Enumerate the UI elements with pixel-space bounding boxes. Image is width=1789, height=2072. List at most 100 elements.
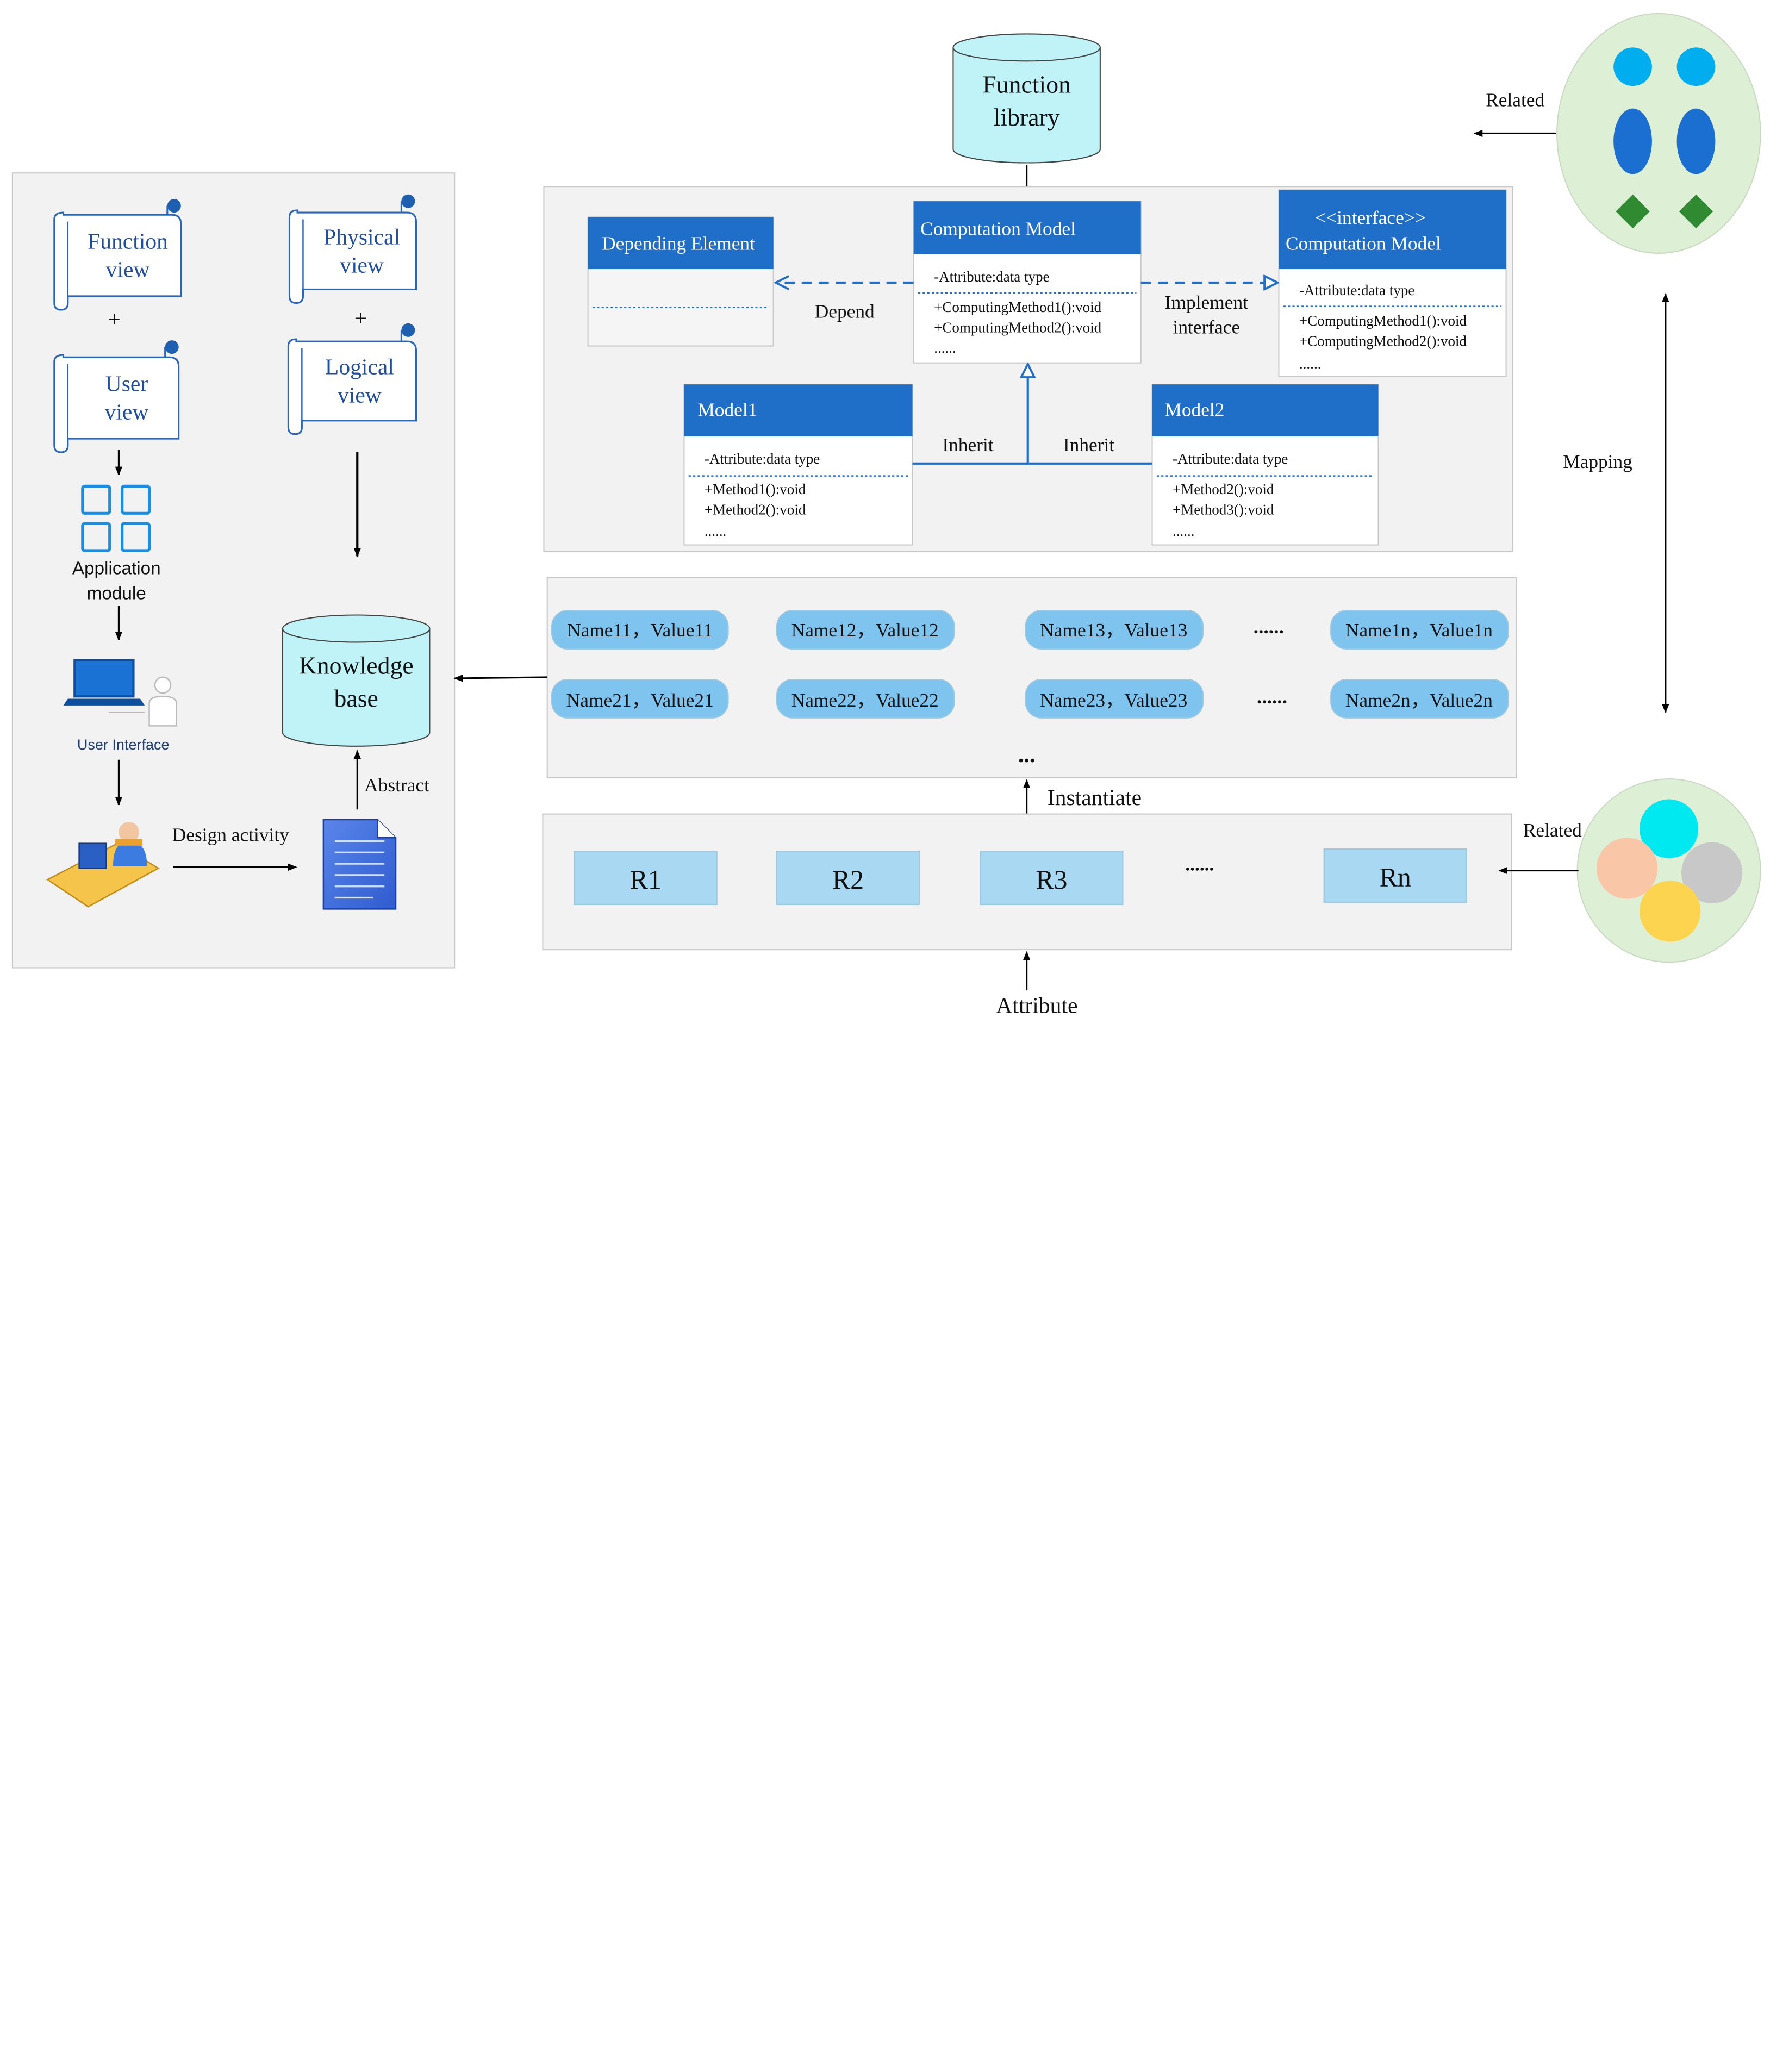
knowledge-base-label-2: base [334, 684, 378, 712]
pair-text: Name1n，Value1n [1345, 619, 1493, 641]
pair-pill [551, 679, 729, 719]
pairs-vertical-ellipsis: ... [1018, 742, 1035, 767]
diagram-canvas: Function view + User view Physical view … [11, 13, 1761, 1018]
application-module-label-1: Application [72, 559, 161, 579]
record-label: Rn [1380, 863, 1411, 893]
model2-attribute: -Attribute:data type [1173, 451, 1288, 467]
pair-text: Name21，Value21 [566, 689, 714, 711]
interface-model-method-2: +ComputingMethod2():void [1299, 333, 1467, 349]
user-interface-label: User Interface [77, 737, 170, 753]
logical-view-label-2: view [338, 382, 382, 407]
interface-model-stereotype: <<interface>> [1315, 207, 1425, 228]
mapping-label: Mapping [1563, 451, 1632, 472]
laptop-user-icon [63, 659, 177, 727]
pair-pill [1025, 679, 1204, 719]
logical-view-label-1: Logical [325, 354, 394, 379]
knowledge-base-cylinder: Knowledge base [282, 614, 431, 747]
pair-text: Name13，Value13 [1040, 619, 1187, 641]
computation-model-attribute: -Attribute:data type [934, 269, 1049, 285]
function-library-cylinder: Function library [952, 33, 1101, 164]
document-icon [322, 819, 397, 910]
model1-attribute: -Attribute:data type [705, 451, 820, 467]
model1-method-2: +Method2():void [705, 501, 806, 517]
plus-left: + [108, 307, 120, 332]
pair-pill [551, 610, 729, 650]
implement-label-1: Implement [1165, 291, 1248, 313]
depend-label: Depend [815, 300, 875, 322]
function-library-label-1: Function [982, 71, 1071, 98]
record-label: R3 [1036, 865, 1067, 895]
model1-method-1: +Method1():void [705, 481, 806, 497]
inherit-right-label: Inherit [1063, 434, 1114, 455]
function-view-scroll: Function view [53, 199, 182, 311]
computation-model-method-1: +ComputingMethod1():void [934, 299, 1102, 315]
pair-text: Name22，Value22 [791, 689, 939, 711]
pair-row-2: Name21，Value21 Name22，Value22 Name23，Val… [551, 679, 1509, 719]
related-bottom-label: Related [1523, 819, 1582, 841]
top-related-circle [1556, 13, 1761, 254]
pair-row-1-ellipsis: ...... [1254, 616, 1284, 638]
pair-pill [1330, 610, 1509, 650]
designer-desk-icon [46, 822, 160, 908]
pair-pill [1025, 610, 1204, 650]
physical-view-label-2: view [340, 252, 384, 277]
interface-model-class: <<interface>> Computation Model -Attribu… [1278, 189, 1507, 377]
computation-model-class: Computation Model -Attribute:data type +… [913, 201, 1142, 364]
model2-method-more: ...... [1173, 523, 1195, 539]
bottom-related-circle [1576, 778, 1761, 963]
physical-view-scroll: Physical view [288, 194, 417, 304]
pair-pill [776, 610, 955, 650]
interface-model-attribute: -Attribute:data type [1299, 282, 1414, 298]
pair-text: Name2n，Value2n [1345, 689, 1493, 711]
model1-method-more: ...... [705, 523, 727, 539]
application-module-label-2: module [87, 583, 146, 603]
model2-method-1: +Method2():void [1173, 481, 1274, 497]
logical-view-scroll: Logical view [287, 323, 417, 435]
computation-model-method-2: +ComputingMethod2():void [934, 320, 1102, 336]
instantiate-label: Instantiate [1048, 785, 1142, 810]
pair-text: Name12，Value12 [791, 619, 939, 641]
related-top-label: Related [1486, 89, 1544, 111]
model1-class: Model1 -Attribute:data type +Method1():v… [683, 384, 913, 546]
depending-element-title: Depending Element [602, 233, 755, 254]
model2-method-2: +Method3():void [1173, 501, 1274, 517]
function-library-label-2: library [994, 103, 1060, 131]
attribute-label: Attribute [996, 993, 1077, 1018]
user-view-label-1: User [105, 371, 148, 396]
record-box [574, 851, 718, 906]
depending-element-class: Depending Element [587, 216, 774, 347]
plus-right: + [354, 305, 367, 330]
pair-text: Name11，Value11 [567, 619, 713, 641]
records-ellipsis: ...... [1185, 853, 1214, 875]
application-grid-icon [81, 484, 151, 552]
function-view-label-2: view [106, 257, 150, 282]
computation-model-method-more: ...... [934, 340, 956, 356]
user-view-label-2: view [105, 400, 149, 425]
pair-text: Name23，Value23 [1040, 689, 1187, 711]
pair-row-1: Name11，Value11 Name12，Value12 Name13，Val… [551, 610, 1509, 650]
model1-title: Model1 [697, 398, 757, 420]
model2-class: Model2 -Attribute:data type +Method2():v… [1151, 384, 1379, 546]
record-label: R1 [630, 865, 662, 895]
pair-row-2-ellipsis: ...... [1257, 686, 1287, 708]
physical-view-label-1: Physical [323, 224, 400, 249]
interface-model-method-more: ...... [1299, 355, 1322, 372]
abstract-label: Abstract [364, 774, 429, 796]
computation-model-title: Computation Model [920, 218, 1076, 240]
interface-model-method-1: +ComputingMethod1():void [1299, 313, 1467, 329]
pair-pill [776, 679, 955, 719]
record-box [776, 851, 920, 906]
record-box [980, 851, 1124, 906]
inherit-left-label: Inherit [942, 434, 993, 455]
interface-model-title: Computation Model [1286, 233, 1441, 254]
pair-pill [1330, 679, 1509, 719]
design-activity-label: Design activity [172, 824, 289, 846]
model2-title: Model2 [1164, 398, 1224, 420]
record-label: R2 [832, 865, 864, 895]
knowledge-base-label-1: Knowledge [299, 652, 414, 679]
function-view-label-1: Function [88, 229, 168, 254]
arrow-pairs-to-kb [453, 675, 547, 682]
implement-label-2: interface [1173, 316, 1241, 338]
user-view-scroll: User view [53, 340, 180, 453]
